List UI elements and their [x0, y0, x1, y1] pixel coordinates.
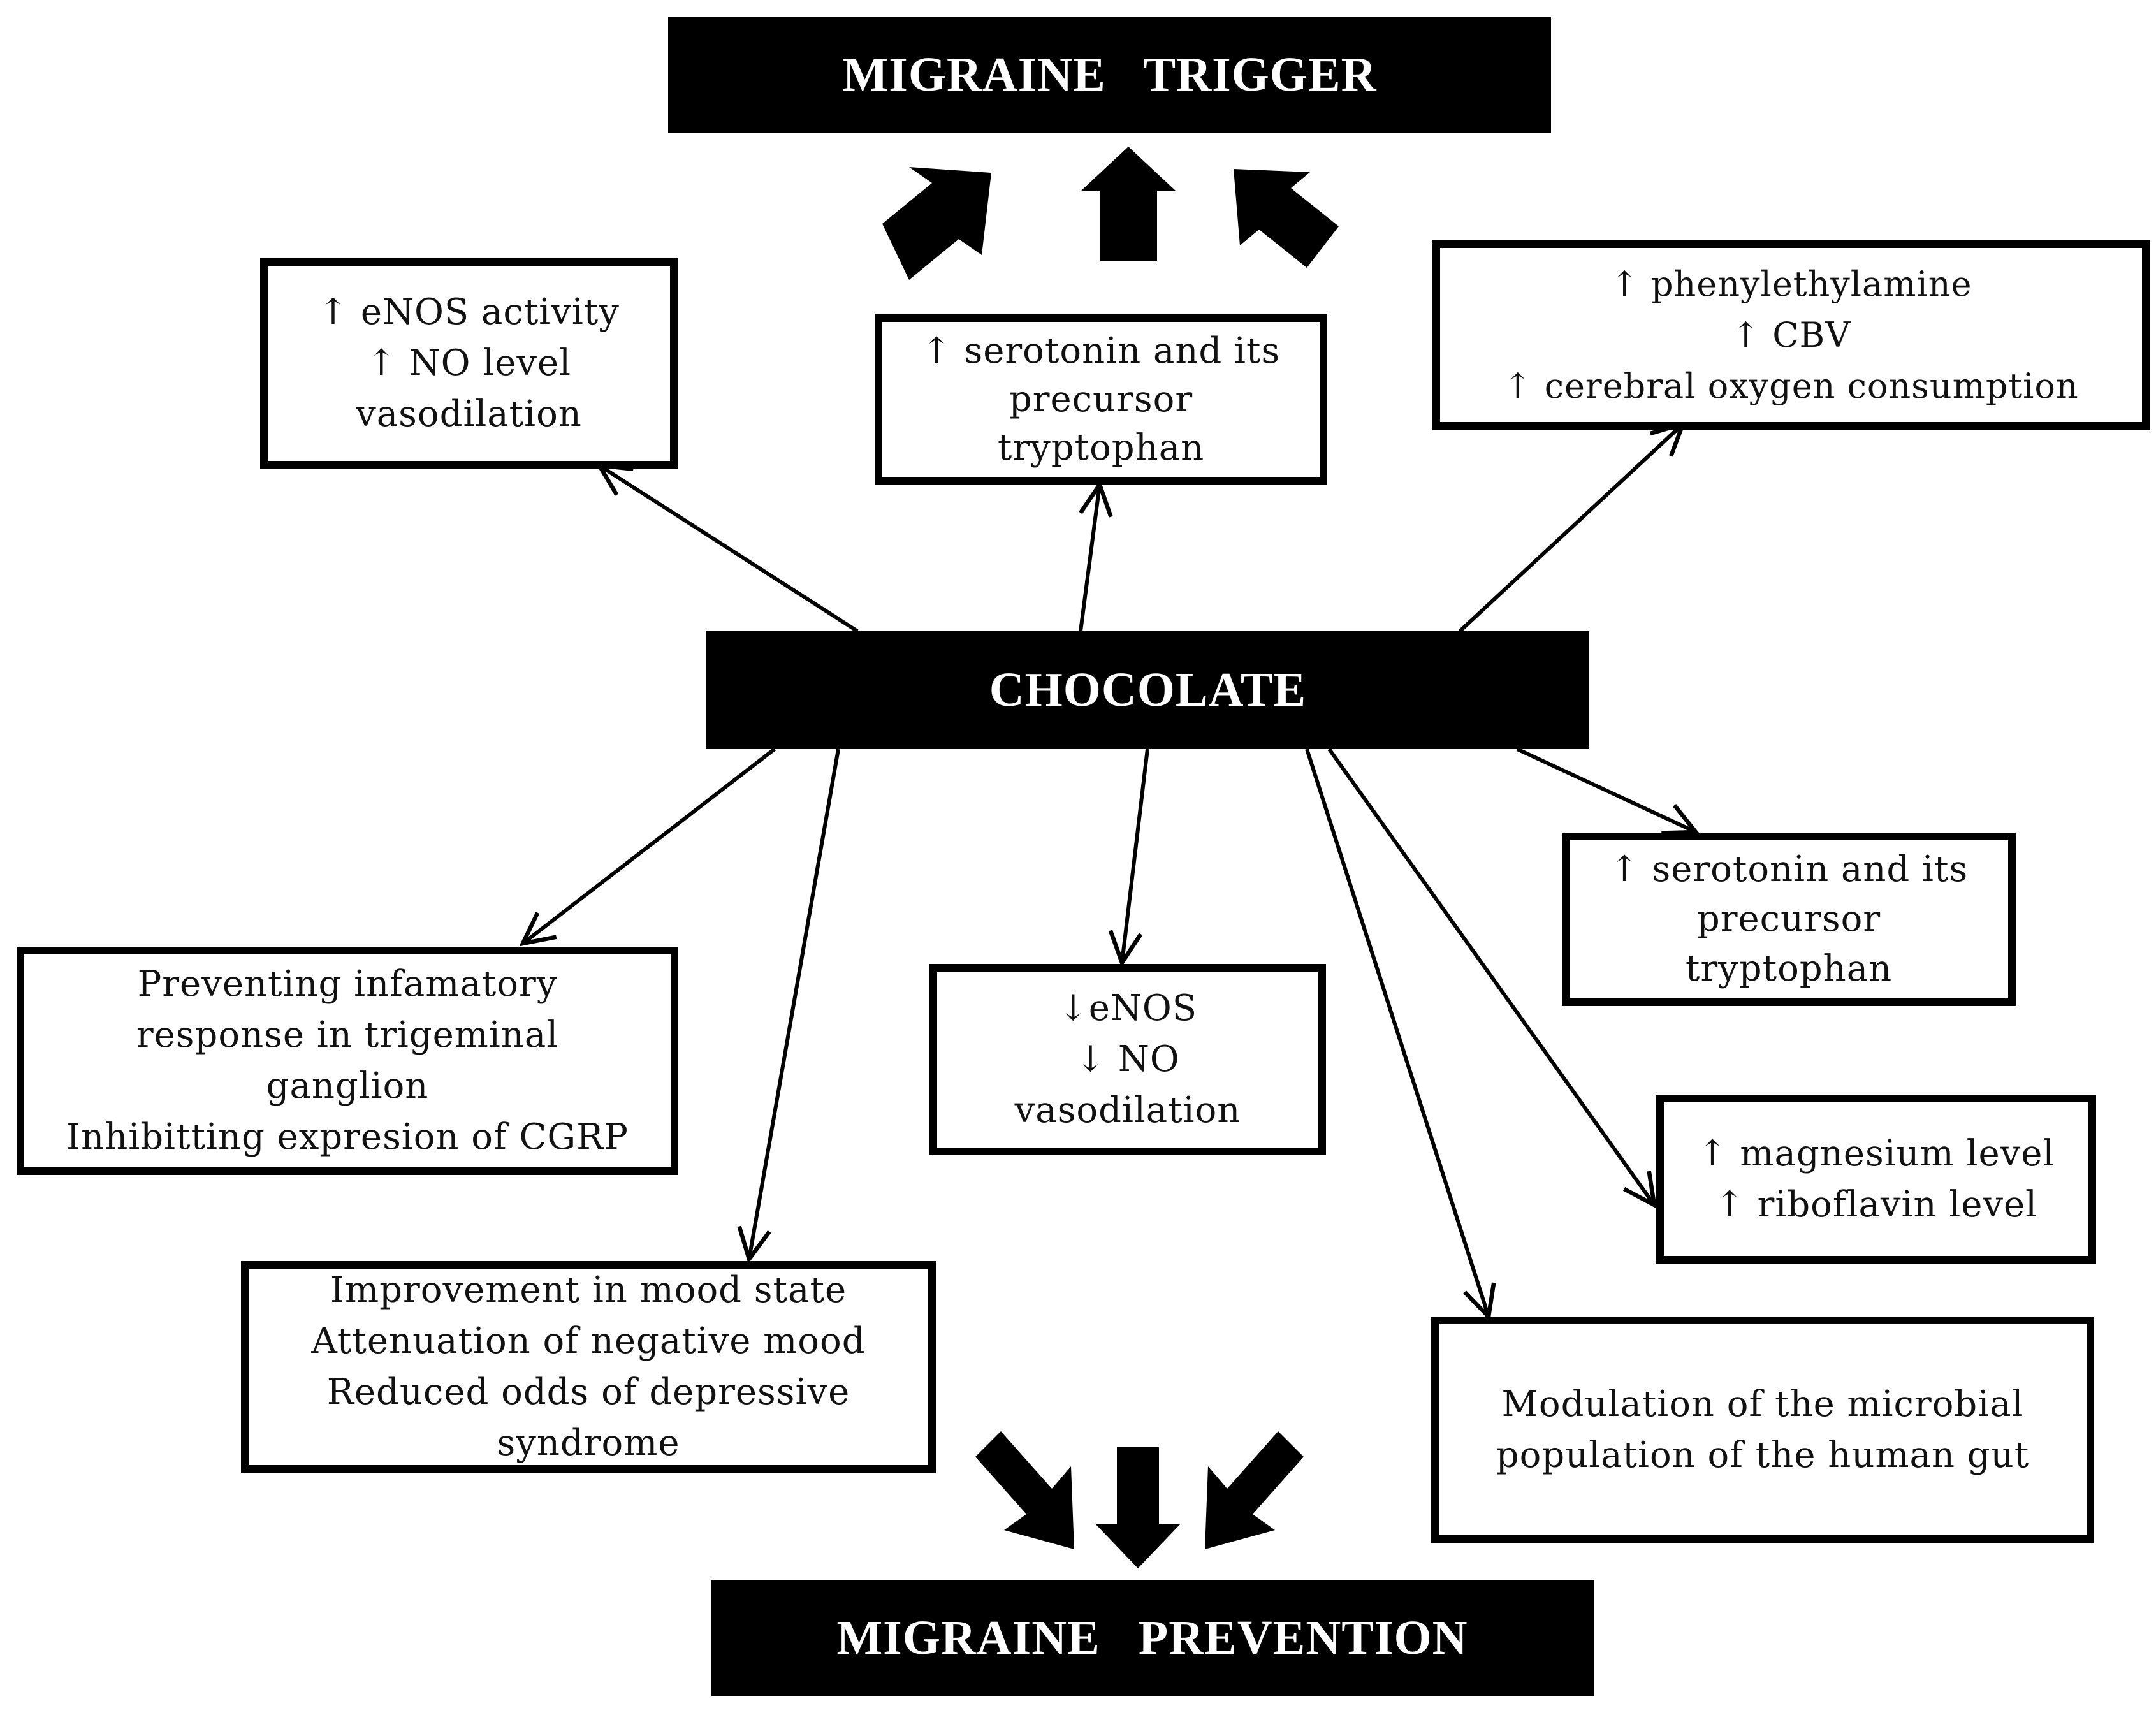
arrow-to-serotonin-trigger-box — [1079, 485, 1100, 632]
box-line: ↑ CBV — [1731, 314, 1851, 355]
box-line: vasodilation — [1014, 1090, 1241, 1131]
block-arrow-prevention-left — [975, 1431, 1074, 1549]
arrow-to-minerals-box — [1327, 748, 1654, 1205]
arrow-to-serotonin-prevention-box — [1516, 747, 1696, 832]
box-line: vasodilation — [356, 393, 582, 435]
arrow-to-enos-down-box — [1122, 748, 1149, 963]
arrow-to-gut-box — [1305, 748, 1489, 1317]
serotonin-prevention-box: ↑ serotonin and its precursor tryptophan — [1562, 833, 2016, 1006]
box-line: ↑ eNOS activity — [318, 291, 620, 333]
box-line: tryptophan — [1685, 948, 1893, 989]
box-line: ↑ serotonin and its — [1609, 849, 1969, 890]
box-line: ↑ cerebral oxygen consumption — [1503, 365, 2079, 406]
inflammatory-response-box: Preventing infamatory response in trigem… — [17, 947, 678, 1175]
box-line: Modulation of the microbial — [1501, 1383, 2024, 1425]
box-line: tryptophan — [997, 427, 1205, 469]
box-line: ↓ NO — [1075, 1039, 1180, 1080]
migraine-trigger-title: MIGRAINE TRIGGER — [668, 17, 1551, 133]
box-line: ↑ magnesium level — [1697, 1132, 2055, 1174]
block-arrow-trigger-center — [1081, 147, 1176, 261]
enos-activity-box: ↑ eNOS activity ↑ NO level vasodilation — [260, 258, 678, 469]
serotonin-trigger-box: ↑ serotonin and its precursor tryptophan — [875, 314, 1327, 485]
box-line: precursor — [1696, 898, 1881, 940]
block-arrow-trigger-left — [882, 167, 991, 280]
box-line: population of the human gut — [1496, 1434, 2030, 1476]
box-line: Inhibitting expresion of CGRP — [66, 1116, 629, 1158]
block-arrow-prevention-right — [1205, 1431, 1304, 1549]
block-arrow-trigger-right — [1234, 169, 1339, 268]
box-line: ↑ phenylethylamine — [1610, 263, 1972, 304]
block-arrow-prevention-center — [1095, 1447, 1181, 1568]
box-line: ↓eNOS — [1058, 988, 1198, 1029]
chocolate-node: CHOCOLATE — [706, 631, 1589, 749]
box-line: ↑ serotonin and its — [921, 330, 1281, 372]
box-line: syndrome — [497, 1422, 680, 1464]
box-line: Improvement in mood state — [330, 1269, 847, 1311]
migraine-prevention-title: MIGRAINE PREVENTION — [711, 1580, 1594, 1696]
phenylethylamine-box: ↑ phenylethylamine ↑ CBV ↑ cerebral oxyg… — [1432, 240, 2150, 430]
gut-microbial-box: Modulation of the microbial population o… — [1431, 1317, 2094, 1543]
box-line: Attenuation of negative mood — [311, 1320, 866, 1362]
arrow-to-inflammatory-box — [523, 747, 776, 944]
enos-decrease-box: ↓eNOS ↓ NO vasodilation — [929, 964, 1326, 1155]
arrow-to-enos-box — [599, 465, 859, 633]
box-line: Preventing infamatory — [137, 963, 558, 1005]
box-line: ↑ NO level — [366, 342, 572, 384]
box-line: Reduced odds of depressive — [326, 1371, 850, 1413]
arrow-to-mood-box — [749, 748, 840, 1259]
arrow-to-phenylethylamine-box — [1458, 424, 1683, 633]
mood-improvement-box: Improvement in mood state Attenuation of… — [241, 1261, 936, 1473]
magnesium-riboflavin-box: ↑ magnesium level ↑ riboflavin level — [1656, 1095, 2096, 1264]
box-line: ganglion — [266, 1065, 429, 1107]
box-line: ↑ riboflavin level — [1714, 1183, 2038, 1225]
box-line: precursor — [1009, 378, 1193, 420]
box-line: response in trigeminal — [136, 1014, 559, 1056]
